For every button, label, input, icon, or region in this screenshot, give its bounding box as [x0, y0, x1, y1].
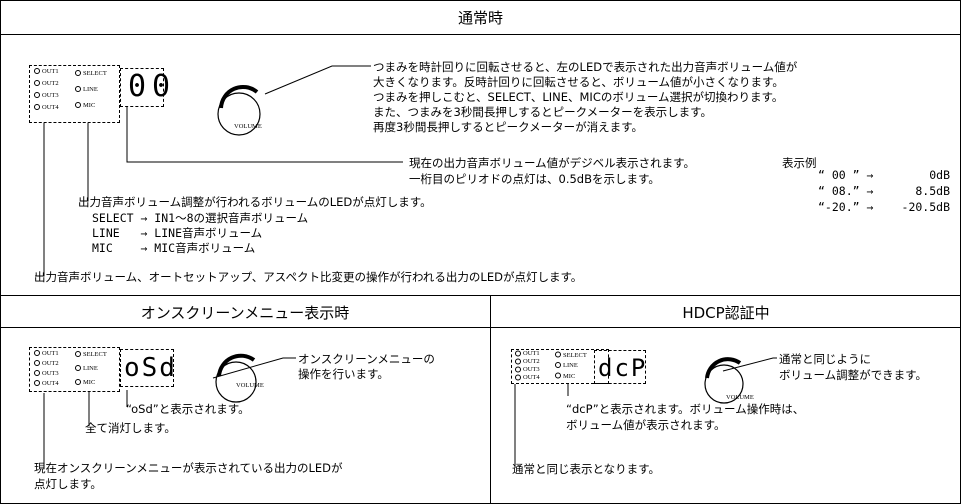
knob-desc-4: また、つまみを3秒間長押しするとピークメーターを表示します。: [373, 105, 712, 119]
hdcp-knob-desc-1: 通常と同じように: [779, 352, 871, 366]
led-label-out4: OUT4: [42, 104, 59, 111]
section-title-hdcp: HDCP認証中: [682, 304, 770, 322]
section-title-osd: オンスクリーンメニュー表示時: [140, 304, 350, 322]
hdcp-led-label-out1: OUT1: [523, 350, 540, 357]
led-label-out2: OUT2: [42, 80, 59, 87]
knob-desc-2: 大きくなります。反時計回りに回転させると、ボリューム値が小さくなります。: [373, 75, 784, 89]
hdcp-led-label-mic: MIC: [563, 373, 576, 380]
seven-seg-display-normal: [120, 68, 164, 107]
seven-seg-display-hdcp: [594, 350, 646, 384]
example-val-2: 8.5dB: [915, 184, 950, 198]
osd-led-label-out4: OUT4: [42, 380, 59, 387]
volume-label-osd: VOLUME: [236, 382, 264, 389]
osd-led-label-line: LINE: [83, 365, 98, 372]
hdcp-display-desc-1: “dcP”と表示されます。ボリューム操作時は、: [566, 402, 805, 416]
hdcp-led-label-out4: OUT4: [523, 374, 540, 381]
osd-display-desc: “oSd”と表示されます。: [126, 402, 250, 416]
hdcp-same-display: 通常と同じ表示となります。: [512, 462, 661, 476]
example-disp-2: “ 08.” →: [818, 184, 874, 198]
osd-led-label-select: SELECT: [83, 351, 107, 358]
example-val-1: 0dB: [929, 168, 950, 182]
output-led-desc: 出力音声ボリューム、オートセットアップ、アスペクト比変更の操作が行われる出力のL…: [34, 270, 583, 284]
output-led-group: [33, 67, 41, 123]
osd-output-desc-1: 現在オンスクリーンメニューが表示されている出力のLEDが: [34, 461, 343, 475]
osd-knob-desc-2: 操作を行います。: [298, 367, 389, 381]
hdcp-output-led-icons: [515, 350, 521, 381]
led-label-select: SELECT: [83, 70, 107, 77]
osd-led-label-out2: OUT2: [42, 360, 59, 367]
osd-volume-knob-icon[interactable]: [212, 344, 272, 406]
display-desc-1: 現在の出力音声ボリューム値がデジベル表示されます。: [409, 156, 696, 170]
led-icons: [34, 68, 40, 110]
knob-desc-1: つまみを時計回りに回転させると、左のLEDで表示された出力音声ボリューム値が: [373, 60, 798, 74]
osd-knob-desc-1: オンスクリーンメニューの: [298, 352, 435, 366]
display-value-osd: oSd: [124, 353, 177, 383]
hdcp-led-label-line: LINE: [563, 362, 578, 369]
hdcp-led-label-select: SELECT: [563, 352, 587, 359]
volume-item-select: SELECT → IN1～8の選択音声ボリューム: [92, 211, 309, 225]
led-label-line: LINE: [83, 86, 98, 93]
volume-knob-icon[interactable]: [213, 78, 273, 140]
volume-label-normal: VOLUME: [234, 123, 262, 130]
front-panel-normal: [29, 65, 120, 123]
osd-led-label-mic: MIC: [83, 379, 96, 386]
knob-desc-5: 再度3秒間長押しするとピークメーターが消えます。: [373, 120, 643, 134]
hdcp-led-label-out3: OUT3: [523, 366, 540, 373]
led-label-mic: MIC: [83, 102, 96, 109]
section-title-normal: 通常時: [457, 9, 503, 27]
led-label-out1: OUT1: [42, 68, 59, 75]
hdcp-knob-desc-2: ボリューム調整ができます。: [779, 368, 928, 382]
volume-led-icons: [75, 70, 81, 108]
hdcp-volume-knob-icon[interactable]: [700, 348, 760, 408]
osd-led-label-out1: OUT1: [42, 350, 59, 357]
example-val-3: -20.5dB: [901, 200, 950, 214]
osd-output-desc-2: 点灯します。: [34, 477, 102, 491]
example-disp-3: “-20.” →: [818, 200, 874, 214]
front-panel-osd: [29, 347, 120, 392]
osd-volume-led-icons: [75, 351, 81, 385]
volume-label-hdcp: VOLUME: [726, 394, 754, 401]
hdcp-volume-led-icons: [555, 351, 561, 379]
knob-desc-3: つまみを押しこむと、SELECT、LINE、MICのボリューム選択が切換わります…: [373, 90, 784, 104]
display-value-normal: 00: [128, 69, 177, 104]
hdcp-display-desc-2: ボリューム値が表示されます。: [566, 418, 726, 432]
volume-led-desc: 出力音声ボリューム調整が行われるボリュームのLEDが点灯します。: [78, 195, 432, 209]
volume-item-line: LINE → LINE音声ボリューム: [92, 226, 263, 240]
display-value-hdcp: dcP: [598, 354, 648, 382]
example-disp-1: “ 00 ” →: [818, 168, 874, 182]
led-label-out3: OUT3: [42, 92, 59, 99]
example-title: 表示例: [782, 156, 817, 170]
hdcp-led-label-out2: OUT2: [523, 358, 540, 365]
display-desc-2: 一桁目のピリオドの点灯は、0.5dBを示します。: [409, 172, 660, 186]
osd-output-led-icons: [34, 350, 40, 386]
osd-all-off: 全て消灯します。: [85, 421, 176, 435]
osd-led-label-out3: OUT3: [42, 370, 59, 377]
volume-item-mic: MIC → MIC音声ボリューム: [92, 241, 256, 255]
seven-seg-display-osd: [120, 349, 174, 387]
